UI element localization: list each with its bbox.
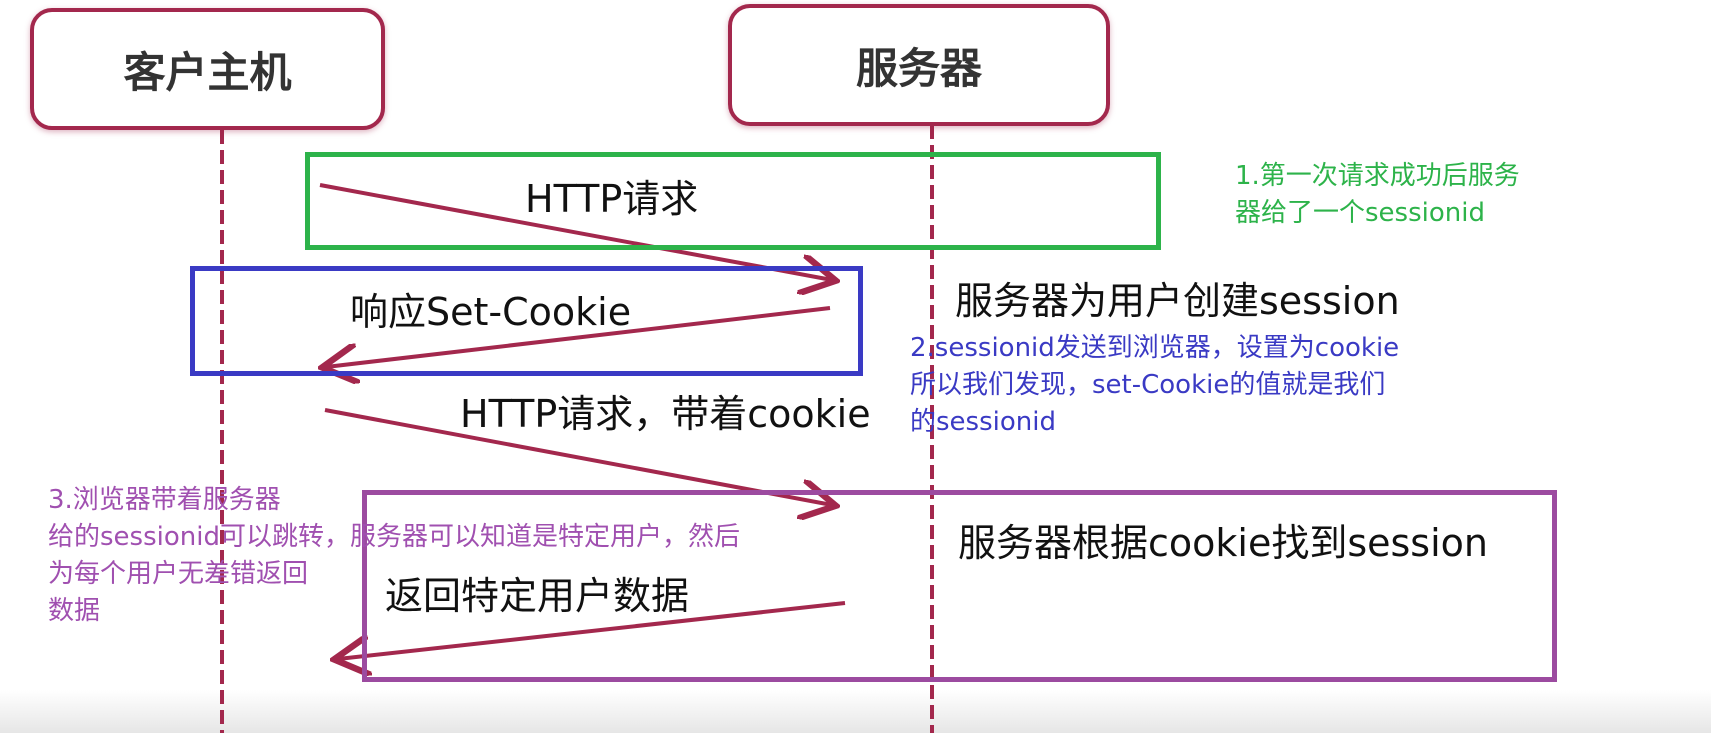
note-line: 1.第一次请求成功后服务 xyxy=(1235,161,1520,191)
step1-frame xyxy=(305,152,1161,250)
note-step3: 3.浏览器带着服务器 给的sessionid可以跳转，服务器可以知道是特定用户，… xyxy=(48,482,740,630)
message-request2: HTTP请求，带着cookie xyxy=(460,392,871,436)
note-line: 2.sessionid发送到浏览器，设置为cookie xyxy=(910,333,1400,363)
client-actor-box: 客户主机 xyxy=(30,8,385,130)
message-response: 响应Set-Cookie xyxy=(350,290,632,334)
server-actor-label: 服务器 xyxy=(855,43,982,93)
background-floor xyxy=(0,690,1711,733)
note-line: 所以我们发现，set-Cookie的值就是我们 xyxy=(910,370,1386,400)
note-line: 为每个用户无差错返回 xyxy=(48,559,309,589)
note-line: 数据 xyxy=(48,596,101,626)
arrow-request1 xyxy=(319,183,832,280)
server-action-create-session: 服务器为用户创建session xyxy=(955,279,1400,323)
message-request1: HTTP请求 xyxy=(525,177,699,221)
message-return-data: 返回特定用户数据 xyxy=(385,574,690,618)
note-line: 3.浏览器带着服务器 xyxy=(48,485,281,515)
note-line: 的sessionid xyxy=(910,407,1056,437)
arrow-request2 xyxy=(324,408,832,505)
step2-frame xyxy=(190,266,863,376)
note-line: 器给了一个sessionid xyxy=(1235,198,1485,228)
server-actor-box: 服务器 xyxy=(728,4,1110,126)
note-line: 给的sessionid可以跳转，服务器可以知道是特定用户，然后 xyxy=(48,522,740,552)
server-action-find-session: 服务器根据cookie找到session xyxy=(958,521,1488,565)
arrow-response xyxy=(326,306,831,367)
client-actor-label: 客户主机 xyxy=(123,47,292,97)
step3-frame xyxy=(362,490,1557,682)
arrow-return-data xyxy=(338,601,846,659)
note-step2: 2.sessionid发送到浏览器，设置为cookie 所以我们发现，set-C… xyxy=(910,330,1399,441)
note-step1: 1.第一次请求成功后服务 器给了一个sessionid xyxy=(1235,158,1520,232)
